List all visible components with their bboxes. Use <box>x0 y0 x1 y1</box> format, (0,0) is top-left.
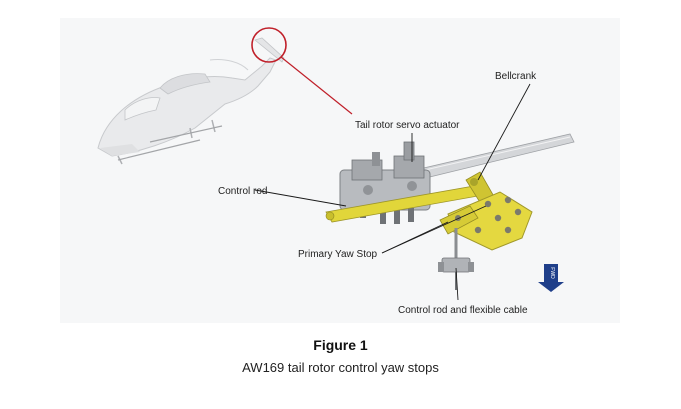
highlight-callout-line <box>280 56 353 115</box>
control-rod-callout-line <box>254 189 347 207</box>
helicopter-illustration <box>97 37 285 165</box>
flexible-cable-callout-line <box>455 267 459 301</box>
label-primary-yaw-stop: Primary Yaw Stop <box>298 249 378 260</box>
label-bellcrank: Bellcrank <box>495 71 537 82</box>
bellcrank-callout-line <box>477 83 531 181</box>
figure-number: Figure 1 <box>313 337 368 353</box>
label-control-rod: Control rod <box>218 186 267 197</box>
lower-control-rod <box>438 228 474 290</box>
label-servo-actuator: Tail rotor servo actuator <box>355 120 460 131</box>
label-flexible-cable: Control rod and flexible cable <box>398 305 528 316</box>
yaw-stop-callout-line-2 <box>381 205 487 254</box>
yaw-stop-bracket <box>439 191 533 251</box>
fwd-direction-arrow: FWD <box>538 264 564 292</box>
figure-caption: AW169 tail rotor control yaw stops <box>242 360 439 375</box>
servo-actuator-assembly <box>339 141 431 224</box>
tail-rotor-highlight-circle <box>251 27 287 63</box>
control-rod-yellow <box>325 185 479 223</box>
diagram-background <box>60 18 620 323</box>
callout-lines <box>254 83 531 301</box>
fwd-label: FWD <box>549 267 555 279</box>
